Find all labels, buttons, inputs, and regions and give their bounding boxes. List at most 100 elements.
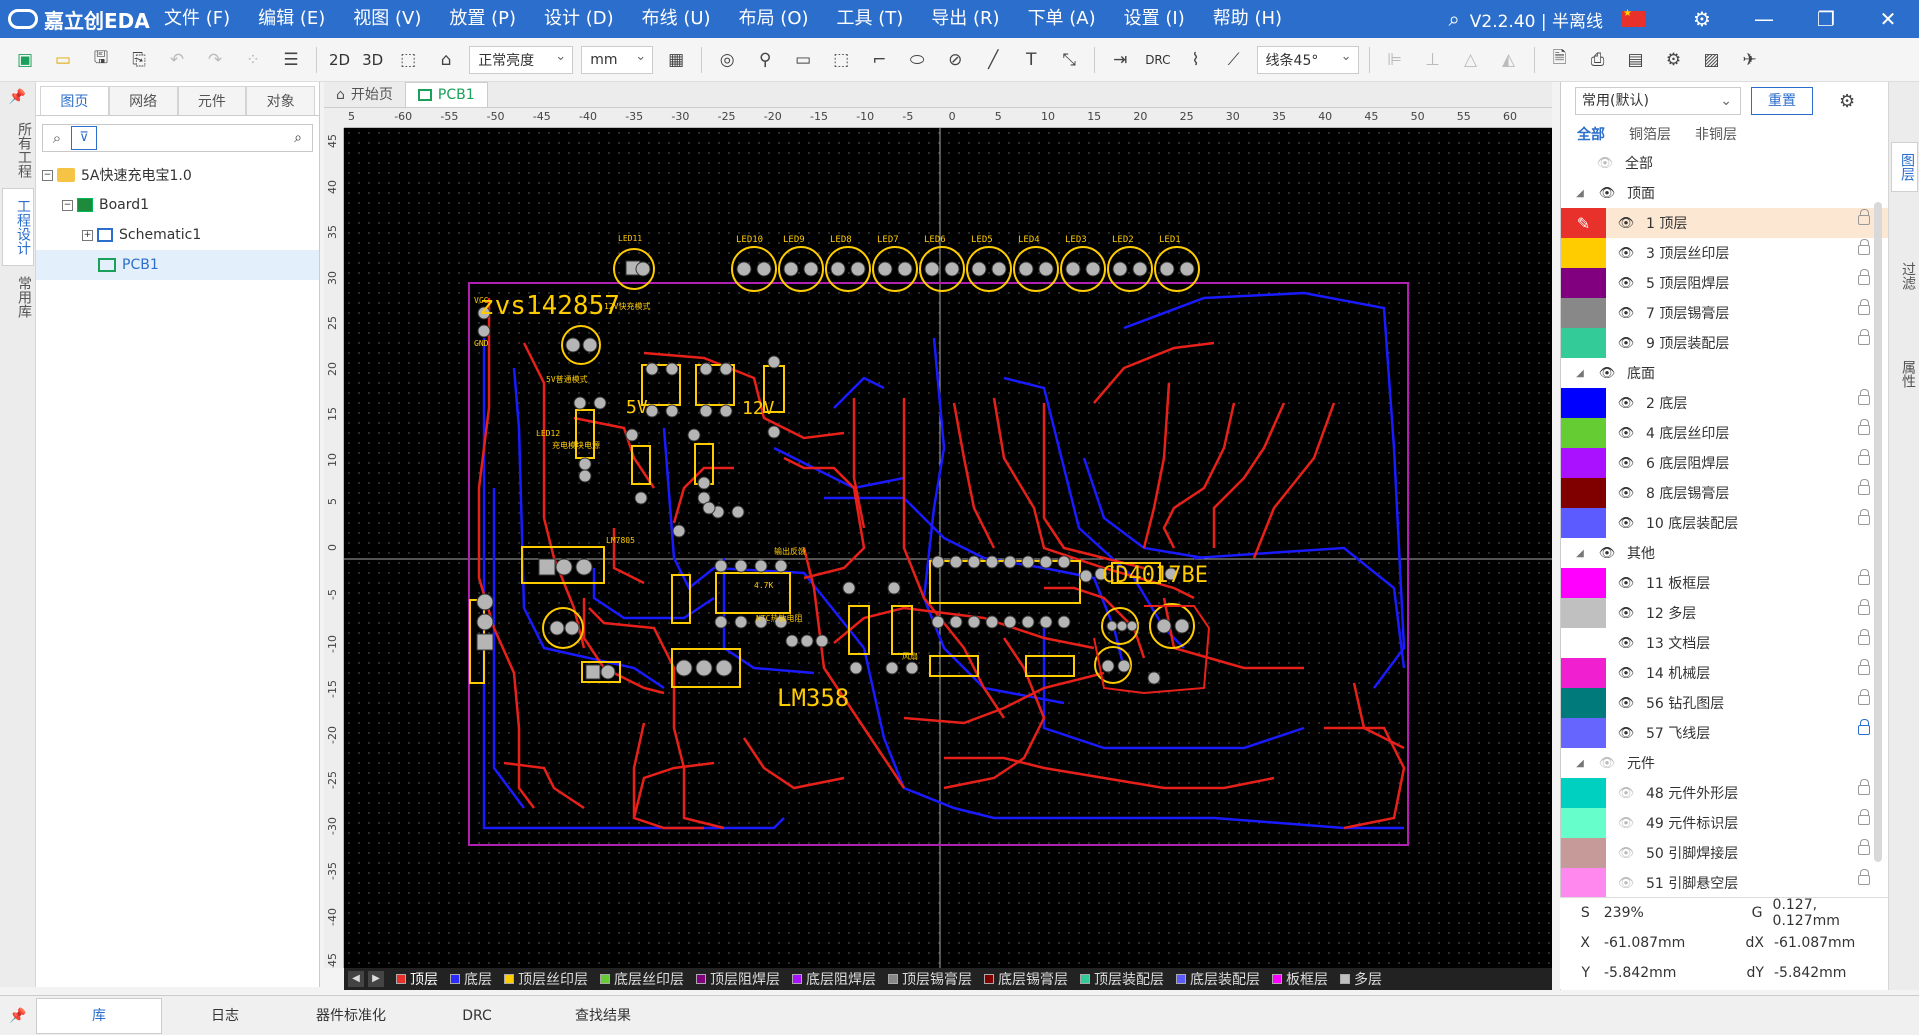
layer-row[interactable]: 👁2 底层 xyxy=(1561,388,1888,418)
component-icon[interactable]: ▭ xyxy=(795,49,812,70)
settings-icon[interactable]: ⚙ xyxy=(1665,49,1682,70)
export-pdf-icon[interactable]: 🗎 xyxy=(1552,48,1567,68)
unlock-icon[interactable] xyxy=(1858,569,1870,585)
layer-color-swatch[interactable] xyxy=(1561,598,1606,628)
unlock-icon[interactable] xyxy=(1858,269,1870,285)
redo-icon[interactable]: ↷ xyxy=(207,49,223,70)
eye-icon[interactable]: 👁 xyxy=(1617,635,1635,651)
pin-icon[interactable]: 📌 xyxy=(9,1007,27,1024)
eye-icon[interactable]: 👁 xyxy=(1617,575,1635,591)
layer-preset-select[interactable]: 常用(默认) xyxy=(1575,87,1741,115)
unlock-icon[interactable] xyxy=(1858,629,1870,645)
collapse-triangle-icon[interactable]: ◢ xyxy=(1576,187,1584,199)
layer-group-row[interactable]: ◢👁元件 xyxy=(1561,748,1888,778)
measure-icon[interactable]: △ xyxy=(1464,49,1478,70)
eye-icon[interactable]: 👁 xyxy=(1617,275,1635,291)
polyline-icon[interactable]: ⌐ xyxy=(872,49,887,70)
eye-icon[interactable]: 👁 xyxy=(1598,545,1616,561)
eye-hidden-icon[interactable]: 👁 xyxy=(1598,755,1616,771)
layer-row[interactable]: 👁3 顶层丝印层 xyxy=(1561,238,1888,268)
select-area-icon[interactable]: ⬚ xyxy=(400,49,417,70)
unlock-icon[interactable] xyxy=(1858,779,1870,795)
unlock-icon[interactable] xyxy=(1858,329,1870,345)
menu-design[interactable]: 设计 (D) xyxy=(543,8,614,29)
filter-non-copper[interactable]: 非铜层 xyxy=(1695,127,1737,143)
line-icon[interactable]: ╱ xyxy=(988,49,999,70)
menu-route[interactable]: 布线 (U) xyxy=(641,8,711,29)
layer-color-swatch[interactable] xyxy=(1561,778,1606,808)
align-icon[interactable]: ⊫ xyxy=(1387,49,1402,70)
unlock-icon[interactable] xyxy=(1858,479,1870,495)
distribute-icon[interactable]: ⊥ xyxy=(1425,49,1440,70)
collapse-triangle-icon[interactable]: ◢ xyxy=(1576,367,1584,379)
close-button[interactable]: ✕ xyxy=(1879,7,1897,31)
new-project-icon[interactable]: ▣ xyxy=(16,49,34,70)
layer-group-row[interactable]: ◢👁其他 xyxy=(1561,538,1888,568)
collapse-triangle-icon[interactable]: ◢ xyxy=(1576,547,1584,559)
layer-row[interactable]: 👁50 引脚焊接层 xyxy=(1561,838,1888,868)
eye-icon[interactable]: 👁 xyxy=(1617,245,1635,261)
unlock-icon[interactable] xyxy=(1858,869,1870,885)
menu-settings[interactable]: 设置 (I) xyxy=(1123,8,1185,29)
diff-pair-icon[interactable]: ⟋ xyxy=(1227,49,1240,70)
vtab-properties[interactable]: 属性 xyxy=(1900,360,1916,388)
save-all-icon[interactable]: ⎘ xyxy=(132,49,146,70)
layer-bar-item[interactable]: 底层丝印层 xyxy=(600,969,684,989)
layer-row[interactable]: ✎👁1 顶层 xyxy=(1561,208,1888,238)
tree-item-board[interactable]: − Board1 xyxy=(62,197,150,213)
scrollbar[interactable] xyxy=(1874,202,1882,862)
eye-icon[interactable]: 👁 xyxy=(1617,605,1635,621)
layer-group-row[interactable]: ◢👁顶面 xyxy=(1561,178,1888,208)
filter-icon[interactable]: ⊽ xyxy=(71,126,97,150)
export-gerber-icon[interactable]: ⎙ xyxy=(1590,49,1605,70)
layer-color-swatch[interactable] xyxy=(1561,628,1606,658)
tree-search-box[interactable]: ⌕ ⊽ ⌕ xyxy=(42,124,313,152)
unlock-icon[interactable] xyxy=(1858,659,1870,675)
pin-icon[interactable]: 📌 xyxy=(8,89,27,105)
open-folder-icon[interactable]: ▭ xyxy=(54,49,72,70)
tab-objects[interactable]: 对象 xyxy=(246,86,315,115)
layer-row[interactable]: 👁5 顶层阻焊层 xyxy=(1561,268,1888,298)
layer-row[interactable]: 👁11 板框层 xyxy=(1561,568,1888,598)
search-submit-icon[interactable]: ⌕ xyxy=(294,130,302,146)
tab-components[interactable]: 元件 xyxy=(177,86,247,115)
layer-bar-item[interactable]: 顶层 xyxy=(396,969,438,989)
mirror-icon[interactable]: ◭ xyxy=(1502,49,1516,70)
eye-hidden-icon[interactable]: 👁 xyxy=(1617,815,1635,831)
layer-color-swatch[interactable] xyxy=(1561,298,1606,328)
layer-row[interactable]: 👁10 底层装配层 xyxy=(1561,508,1888,538)
vtab-filter[interactable]: 过滤 xyxy=(1900,262,1916,290)
reset-button[interactable]: 重置 xyxy=(1751,87,1813,115)
save-icon[interactable]: 🖫 xyxy=(93,48,109,68)
tree-item-project[interactable]: − 5A快速充电宝1.0 xyxy=(42,168,192,184)
unlock-icon[interactable] xyxy=(1858,389,1870,405)
unlock-icon[interactable] xyxy=(1858,809,1870,825)
layer-color-swatch[interactable] xyxy=(1561,448,1606,478)
layer-color-swatch[interactable] xyxy=(1561,688,1606,718)
tree-item-schematic[interactable]: + Schematic1 xyxy=(82,227,202,243)
minimize-button[interactable]: — xyxy=(1754,7,1774,31)
unlock-icon[interactable] xyxy=(1858,419,1870,435)
layer-bar-item[interactable]: 顶层阻焊层 xyxy=(696,969,780,989)
region-icon[interactable]: ⬚ xyxy=(833,49,850,70)
vtab-project-design[interactable]: 工程设计 xyxy=(2,188,34,266)
dimension-icon[interactable]: ⤡ xyxy=(1062,49,1076,70)
import-icon[interactable]: ⇥ xyxy=(1113,49,1128,70)
filter-copper[interactable]: 铜箔层 xyxy=(1629,127,1671,143)
eye-icon[interactable]: 👁 xyxy=(1617,215,1635,231)
layer-row[interactable]: 👁14 机械层 xyxy=(1561,658,1888,688)
search-icon[interactable]: ⌕ xyxy=(1448,7,1460,31)
unit-select[interactable]: mm xyxy=(581,45,654,74)
eye-icon[interactable]: 👁 xyxy=(1617,455,1635,471)
tab-start-page[interactable]: ⌂开始页 xyxy=(324,82,405,107)
eye-hidden-icon[interactable]: 👁 xyxy=(1617,875,1635,891)
bottom-tab-log[interactable]: 日志 xyxy=(211,1007,239,1024)
eye-icon[interactable]: 👁 xyxy=(1617,335,1635,351)
bottom-tab-find[interactable]: 查找结果 xyxy=(575,1007,631,1024)
eye-icon[interactable]: 👁 xyxy=(1617,395,1635,411)
layer-color-swatch[interactable] xyxy=(1561,238,1606,268)
language-flag-icon[interactable] xyxy=(1621,8,1645,27)
layer-bar-item[interactable]: 底层装配层 xyxy=(1176,969,1260,989)
menu-order[interactable]: 下单 (A) xyxy=(1027,8,1096,29)
scroll-left-icon[interactable]: ◀ xyxy=(348,971,364,987)
